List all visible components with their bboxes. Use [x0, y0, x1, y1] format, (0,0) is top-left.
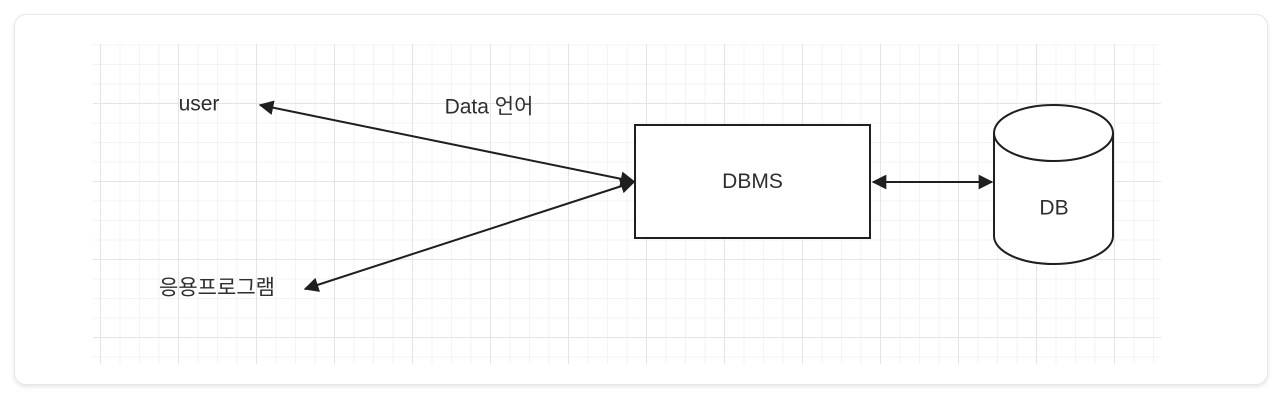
dbms-node: DBMS [634, 124, 871, 239]
diagram-canvas: DBMS user Data 언어 응용프로그램 DB [14, 14, 1268, 385]
edge-user-dbms [258, 100, 636, 187]
db-cylinder-shape [993, 104, 1114, 265]
db-cylinder-top-rim [993, 132, 1114, 162]
edge-label-data-language: Data 언어 [444, 95, 534, 119]
db-cylinder-body [993, 104, 1114, 265]
db-node-label: DB [1039, 196, 1069, 220]
dbms-label: DBMS [722, 169, 783, 193]
diagram-connectors [258, 100, 1114, 292]
user-node-label: user [178, 92, 220, 116]
edge-application-dbms [303, 179, 636, 292]
application-node-label: 응용프로그램 [159, 276, 275, 300]
